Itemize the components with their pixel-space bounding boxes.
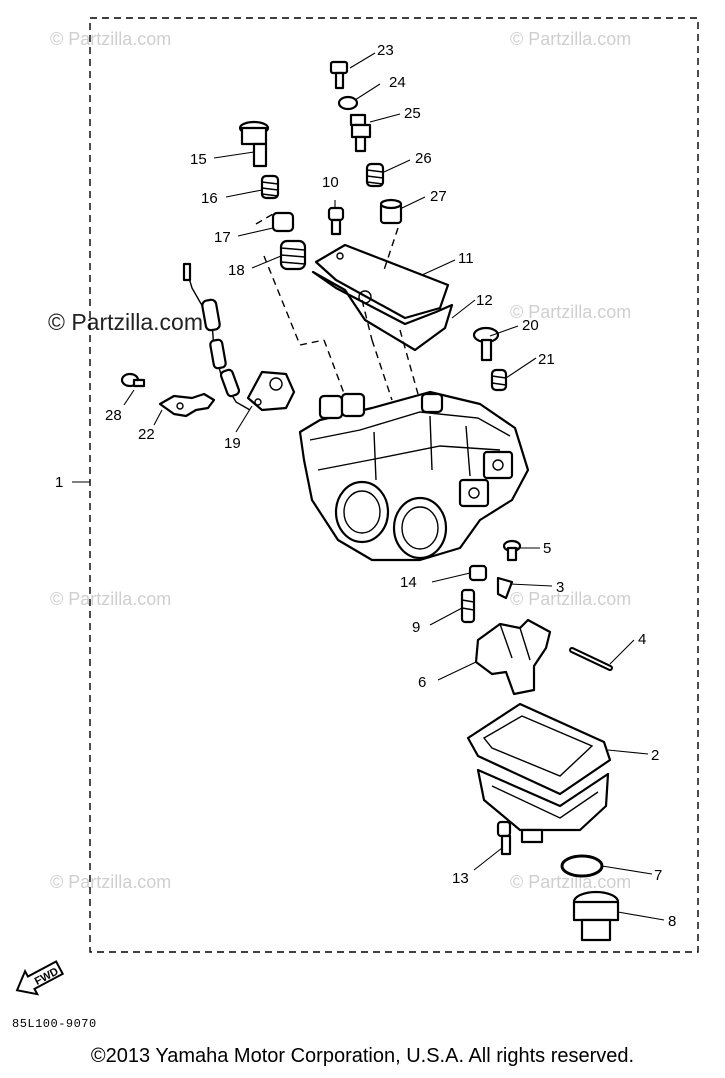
- part-28-screw: [120, 372, 146, 388]
- drawing-code: 85L100-9070: [12, 1017, 97, 1031]
- callout-labels: 1 2 3 4 5 6 7 8 9 10 11 12 13 14 15 16 1…: [55, 42, 676, 930]
- label-18: 18: [228, 262, 245, 279]
- watermark-main: © Partzilla.com: [48, 309, 203, 335]
- watermark-top-left: © Partzilla.com: [50, 29, 171, 49]
- watermark-mid-right: © Partzilla.com: [510, 302, 631, 322]
- label-19: 19: [224, 435, 241, 452]
- assembly-boundary: [89, 17, 699, 953]
- part-9-jet: [460, 588, 476, 624]
- label-1: 1: [55, 474, 63, 491]
- part-20-screw: [472, 326, 500, 362]
- part-21-spring: [490, 368, 508, 392]
- part-27-cap: [379, 198, 403, 225]
- label-17: 17: [214, 229, 231, 246]
- part-5-screw: [502, 539, 522, 562]
- part-17-washer: [255, 211, 295, 233]
- label-26: 26: [415, 150, 432, 167]
- part-13-screw: [496, 820, 512, 856]
- part-10-screw: [327, 206, 345, 236]
- fwd-label: FWD: [33, 966, 61, 988]
- watermark-right-lower: © Partzilla.com: [510, 589, 631, 609]
- label-2: 2: [651, 747, 659, 764]
- label-20: 20: [522, 317, 539, 334]
- part-24-washer: [337, 95, 359, 111]
- part-22-bracket: [158, 392, 216, 418]
- label-3: 3: [556, 579, 564, 596]
- watermarks: © Partzilla.com © Partzilla.com © Partzi…: [48, 29, 631, 892]
- label-23: 23: [377, 42, 394, 59]
- label-8: 8: [668, 913, 676, 930]
- watermark-top-right: © Partzilla.com: [510, 29, 631, 49]
- label-5: 5: [543, 540, 551, 557]
- label-22: 22: [138, 426, 155, 443]
- label-15: 15: [190, 151, 207, 168]
- part-18-spring: [279, 239, 307, 271]
- part-11-cover: [314, 243, 450, 320]
- part-15-screw: [238, 120, 270, 168]
- part-25-screw: [349, 113, 372, 153]
- part-26-spring: [365, 162, 385, 188]
- label-16: 16: [201, 190, 218, 207]
- part-23-screw: [329, 60, 349, 90]
- label-27: 27: [430, 188, 447, 205]
- label-11: 11: [458, 250, 474, 267]
- label-24: 24: [389, 74, 406, 91]
- part-16-spring: [260, 174, 280, 200]
- watermark-bottom-left: © Partzilla.com: [50, 872, 171, 892]
- fwd-arrow-icon: FWD: [15, 960, 65, 996]
- watermark-left-lower: © Partzilla.com: [50, 589, 171, 609]
- part-6-float: [474, 618, 552, 696]
- label-12: 12: [476, 292, 493, 309]
- carburetor-body: [298, 390, 530, 562]
- label-14: 14: [400, 574, 417, 591]
- part-14-jet: [468, 564, 488, 582]
- label-13: 13: [452, 870, 469, 887]
- label-7: 7: [654, 867, 662, 884]
- label-6: 6: [418, 674, 426, 691]
- label-10: 10: [322, 174, 339, 191]
- part-12-gasket: [311, 270, 454, 352]
- leader-lines: [123, 52, 665, 921]
- part-8-drain-plug: [572, 890, 620, 942]
- watermark-bottom-right: © Partzilla.com: [510, 872, 631, 892]
- part-2-float-bowl: [466, 702, 612, 844]
- label-28: 28: [105, 407, 122, 424]
- label-4: 4: [638, 631, 646, 648]
- part-3-clip: [496, 576, 514, 600]
- alignment-lines: [263, 227, 419, 401]
- part-19-choke-cable: [182, 262, 296, 412]
- label-21: 21: [538, 351, 555, 368]
- label-25: 25: [404, 105, 421, 122]
- label-9: 9: [412, 619, 420, 636]
- copyright-notice: ©2013 Yamaha Motor Corporation, U.S.A. A…: [90, 1045, 635, 1067]
